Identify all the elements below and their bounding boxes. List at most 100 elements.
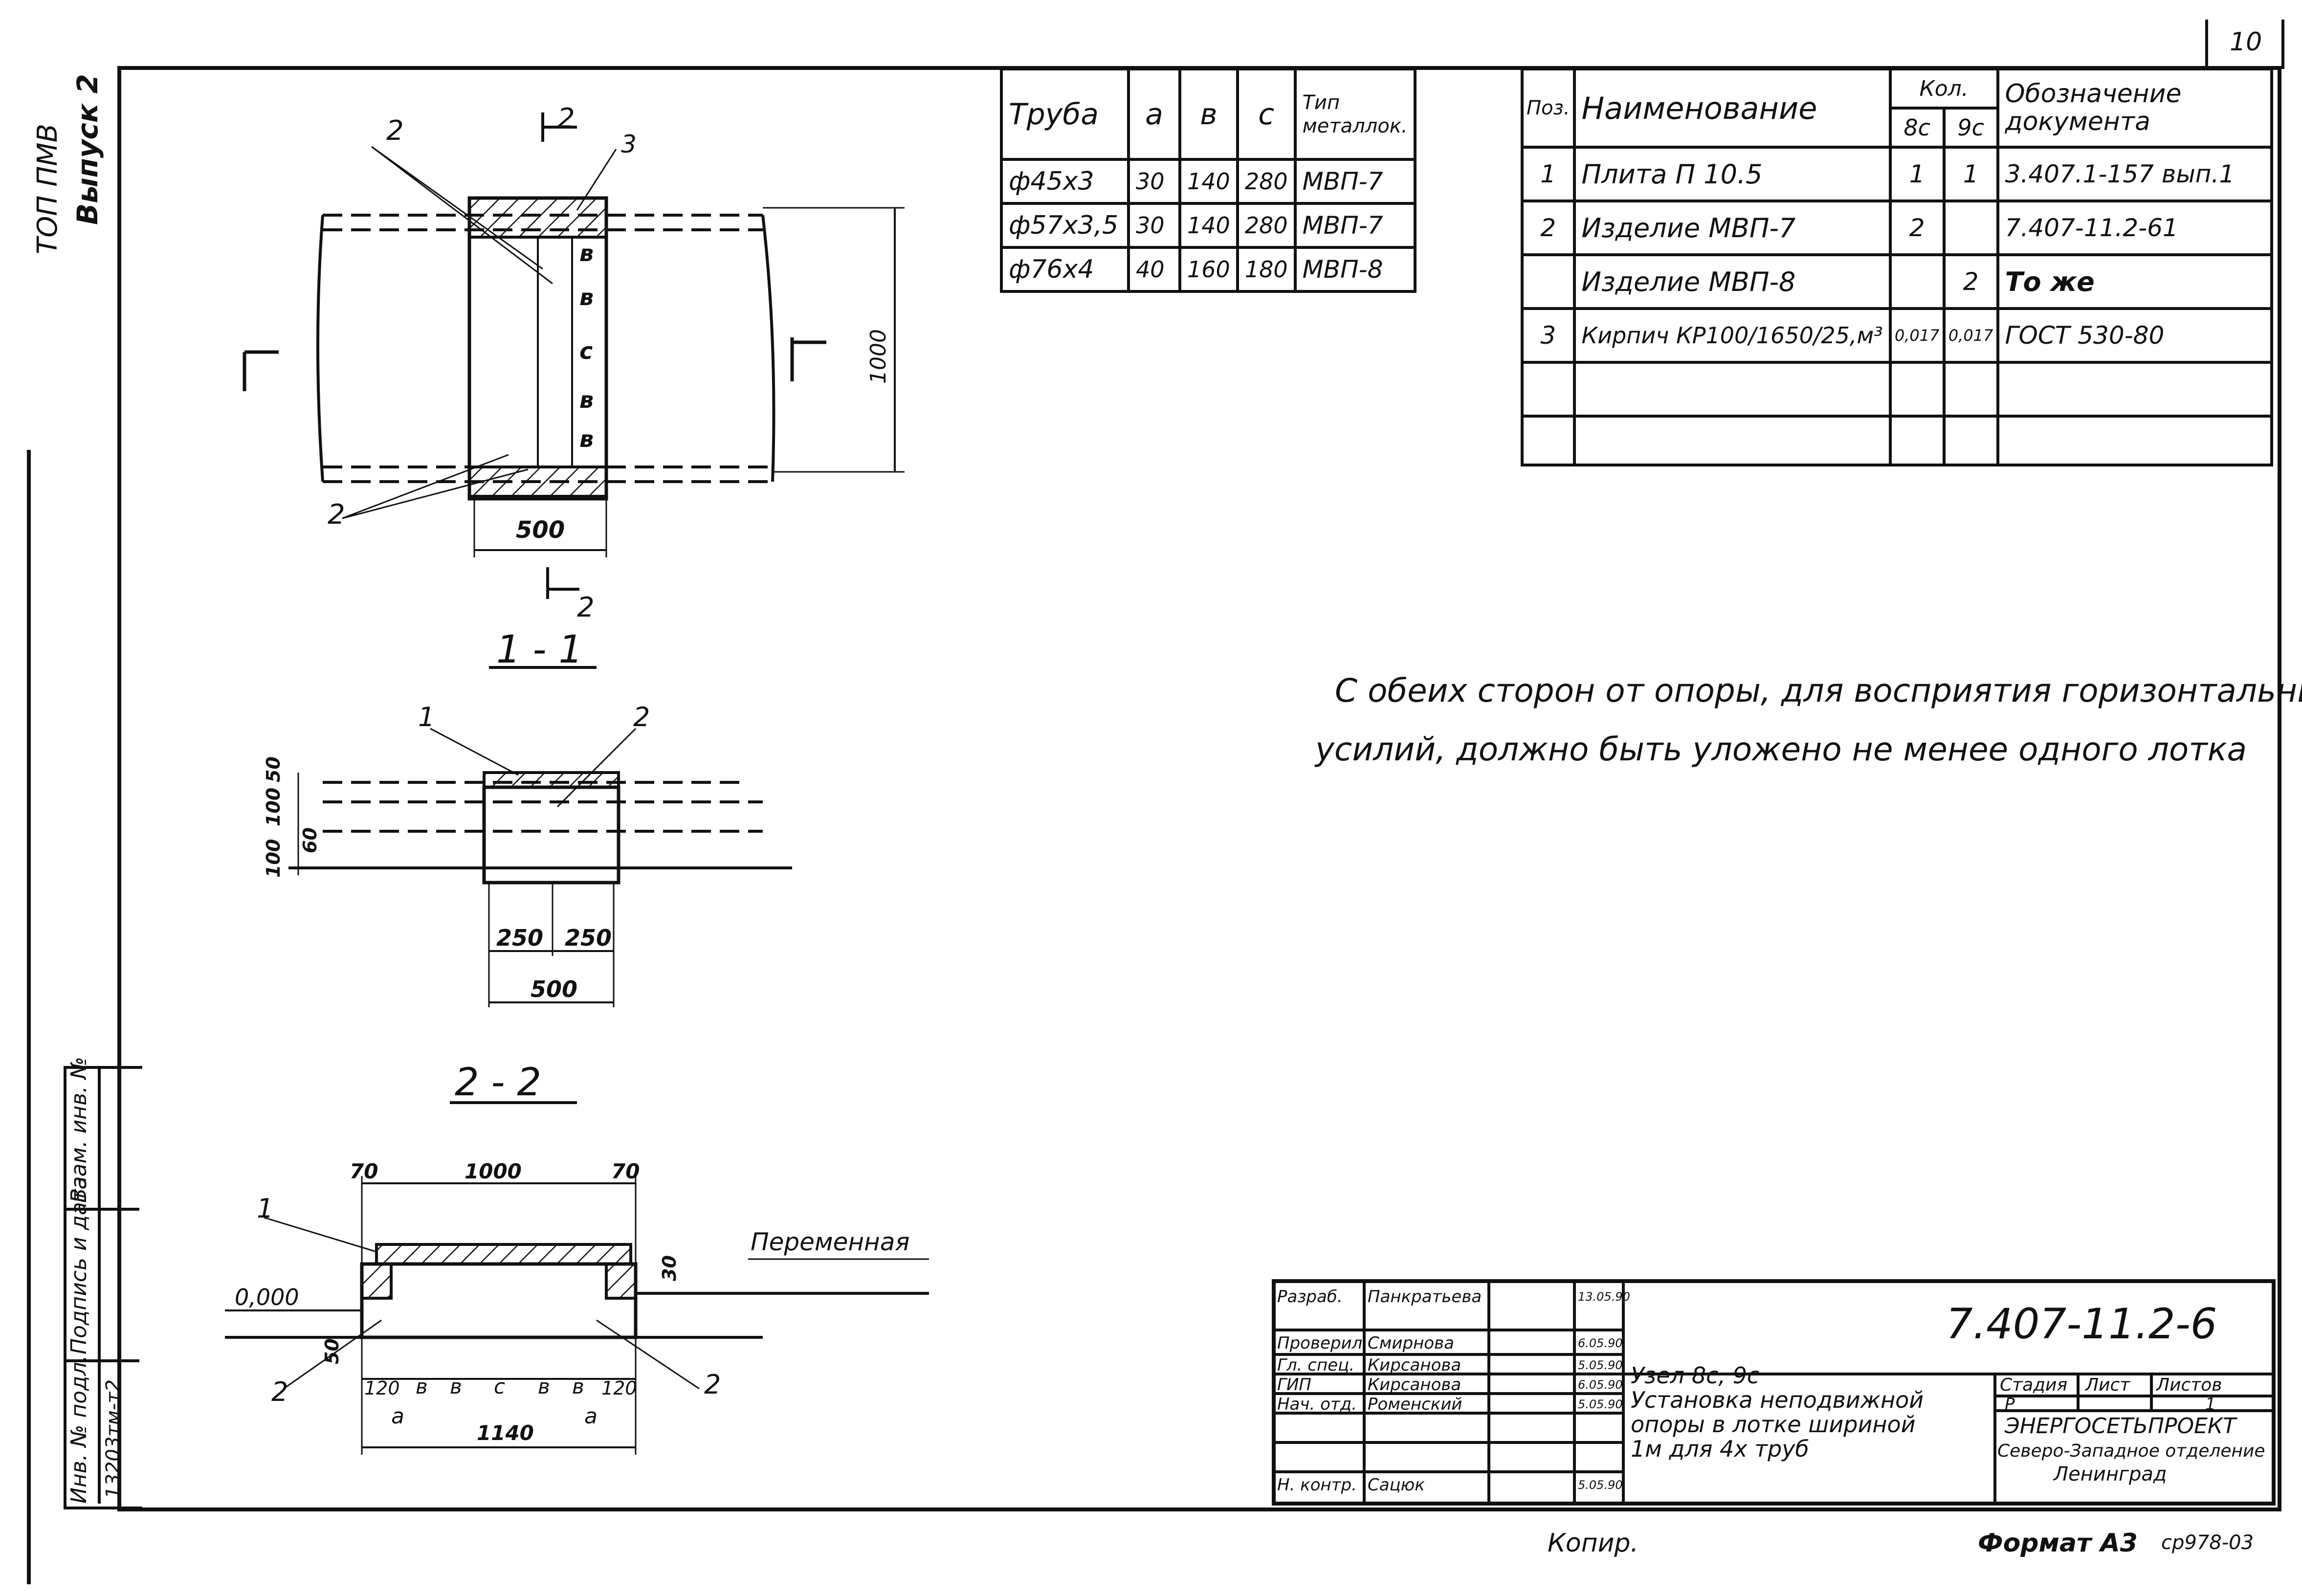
- s22-bottom-dim-4: с: [494, 1374, 506, 1398]
- pipe-header-type: Тип металлок.: [1293, 67, 1417, 161]
- section-2-2: [225, 1101, 929, 1455]
- pipe-header-pipe: Труба: [1000, 67, 1130, 161]
- pipe-cell: 140: [1178, 158, 1239, 205]
- spec-header-8c: 8с: [1888, 107, 1946, 149]
- s22-dim-1000: 1000: [465, 1159, 522, 1183]
- pipe-cell: 140: [1178, 202, 1239, 249]
- tb-role: Н. контр.: [1277, 1475, 1357, 1495]
- plan-leader-3: [576, 149, 617, 211]
- spec-pos: 2: [1521, 200, 1576, 256]
- tb-sheet-label: Лист: [2085, 1375, 2130, 1395]
- plan-section-mark-bottom: 2: [577, 592, 595, 623]
- s22-block: [360, 1262, 638, 1339]
- s11-dim-500: 500: [531, 976, 578, 1002]
- pipe-table: Труба а в с Тип металлок. ф45х3 30 140 2…: [1000, 67, 1417, 293]
- plan-view: [243, 112, 905, 599]
- tb-org-3: Ленинград: [2054, 1463, 2167, 1485]
- spec-q9: [1942, 415, 1999, 466]
- plan-section-mark-top: 2: [557, 103, 575, 134]
- pipe-header-c: с: [1236, 67, 1297, 161]
- s11-callout-1: 1: [418, 702, 435, 732]
- tb-name: Кирсанова: [1368, 1375, 1461, 1395]
- pipe-cell: МВП-7: [1293, 158, 1417, 205]
- tb-name: Сацюк: [1368, 1475, 1425, 1495]
- s22-dim-70a: 70: [350, 1159, 378, 1183]
- s22-bottom-dim-7: 120: [601, 1377, 637, 1399]
- tb-role: Разраб.: [1277, 1287, 1343, 1307]
- left-margin-line: [27, 450, 31, 1584]
- spec-doc: 7.407-11.2-61: [1996, 200, 2273, 256]
- spec-q9: [1942, 200, 1999, 256]
- plan-plate-bottom: [468, 466, 608, 498]
- tb-date: 6.05.90: [1578, 1336, 1623, 1350]
- pipe-cell: 280: [1236, 202, 1297, 249]
- tb-date: 6.05.90: [1578, 1378, 1623, 1392]
- pipe-cell: МВП-7: [1293, 202, 1417, 249]
- plan-break-left: [316, 215, 324, 482]
- s22-bottom-dim-6: в: [572, 1374, 584, 1398]
- pipe-cell: 180: [1236, 246, 1297, 293]
- spec-table: Поз. Наименование Кол. Обозначение докум…: [1521, 67, 2273, 466]
- s22-callout-2a: 2: [271, 1376, 288, 1407]
- spec-header-pos: Поз.: [1521, 67, 1576, 149]
- spec-pos: [1521, 253, 1576, 310]
- plan-mark-1: в: [579, 240, 594, 266]
- s11-callout-2: 2: [633, 702, 650, 732]
- tb-role: Гл. спец.: [1277, 1355, 1355, 1375]
- s11-title: 1 - 1: [496, 628, 583, 672]
- tb-description-3: опоры в лотке шириной: [1631, 1411, 1916, 1438]
- spec-name: Изделие МВП-8: [1572, 253, 1892, 310]
- s22-leader-2a: [283, 1319, 382, 1390]
- tb-name: Кирсанова: [1368, 1355, 1461, 1375]
- s22-mark-a1: а: [391, 1404, 404, 1429]
- s11-dim-100b: 100: [263, 839, 284, 878]
- spec-name: Кирпич КР100/1650/25,м³: [1572, 307, 1892, 364]
- spec-q8: 1: [1888, 146, 1946, 202]
- plan-mark-2: в: [579, 284, 594, 310]
- s11-dim-50: 50: [263, 756, 284, 782]
- bottom-format: Формат А3: [1978, 1529, 2138, 1558]
- left-strip-vdiv: [98, 1066, 101, 1504]
- s11-leader-2: [556, 728, 637, 808]
- spec-name: Изделие МВП-7: [1572, 200, 1892, 256]
- tb-stage-label: Стадия: [2000, 1375, 2068, 1395]
- s22-bottom-dim-5: в: [538, 1374, 550, 1398]
- s11-leader-1: [430, 728, 519, 776]
- page-number: 10: [2230, 27, 2262, 57]
- s11-dim-100a: 100: [263, 787, 284, 826]
- pipe-cell: МВП-8: [1293, 246, 1417, 293]
- plan-leader-2d: [342, 468, 529, 519]
- spec-doc: 3.407.1-157 вып.1: [1996, 146, 2273, 202]
- spec-q9: 2: [1942, 253, 1999, 310]
- tb-date: 5.05.90: [1578, 1397, 1623, 1411]
- tb-org-1: ЭНЕРГОСЕТЬПРОЕКТ: [2005, 1414, 2236, 1439]
- plan-plate-top: [468, 197, 608, 239]
- plan-callout-3: 3: [621, 130, 637, 158]
- spec-header-name: Наименование: [1572, 67, 1892, 149]
- tb-date: 13.05.90: [1578, 1290, 1630, 1304]
- spec-doc: [1996, 415, 2273, 466]
- spec-pos: [1521, 361, 1576, 418]
- s11-dim-60: 60: [299, 827, 321, 853]
- spec-doc: ГОСТ 530-80: [1996, 307, 2273, 364]
- s22-brick-right: [605, 1263, 637, 1300]
- tb-description-2: Установка неподвижной: [1631, 1387, 1924, 1413]
- tb-description-4: 1м для 4х труб: [1631, 1436, 1809, 1462]
- s22-bottom-dim-1: 120: [364, 1377, 400, 1399]
- bottom-code: ср978-03: [2161, 1531, 2254, 1554]
- s22-bottom-dim-2: в: [416, 1374, 428, 1398]
- spec-header-qty: Кол.: [1888, 67, 1999, 110]
- spec-q8: 0,017: [1888, 307, 1946, 364]
- left-strip: [64, 1066, 142, 1509]
- pipe-cell: 30: [1127, 202, 1181, 249]
- tb-name: Смирнова: [1368, 1333, 1454, 1353]
- plan-callout-2-bottom: 2: [328, 499, 345, 531]
- s22-variable-label: Переменная: [751, 1228, 910, 1256]
- spec-header-doc: Обозначение документа: [1996, 67, 2273, 149]
- bottom-copy: Копир.: [1548, 1529, 1639, 1558]
- spec-pos: 3: [1521, 307, 1576, 364]
- pipe-cell: ф76х4: [1000, 246, 1130, 293]
- s22-dim-70b: 70: [611, 1159, 640, 1183]
- spec-q9: 0,017: [1942, 307, 1999, 364]
